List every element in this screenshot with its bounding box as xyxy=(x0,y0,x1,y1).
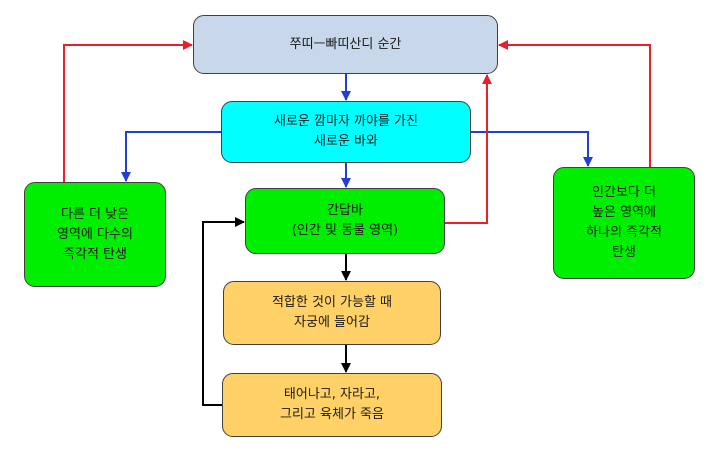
arrow-cyan-to-left xyxy=(121,131,221,182)
node-born-grow-die: 태어나고, 자라고, 그리고 육체가 죽음 xyxy=(222,373,442,437)
node-new-being: 새로운 깜마자 까야를 가진 새로운 바와 xyxy=(221,101,471,163)
node-lower-realm-birth: 다른 더 낮은 영역에 다수의 즉각적 탄생 xyxy=(24,182,166,287)
arrow-left-to-top xyxy=(63,40,193,182)
arrow-right-to-top xyxy=(498,40,651,167)
node-moment-of-rebirth: 쭈띠ㅡ빠띠산디 순간 xyxy=(193,15,498,74)
node-gandhabba: 간답바 (인간 및 동물 영역) xyxy=(245,188,445,254)
node-higher-realm-birth: 인간보다 더 높은 영역에 하나의 즉각적 탄생 xyxy=(553,167,695,279)
node-enter-womb: 적합한 것이 가능할 때 자궁에 들어감 xyxy=(223,281,441,345)
arrow-born-loop-to-mid xyxy=(202,217,245,406)
arrow-mid-to-top xyxy=(445,74,492,224)
arrow-cyan-to-right xyxy=(471,131,593,167)
